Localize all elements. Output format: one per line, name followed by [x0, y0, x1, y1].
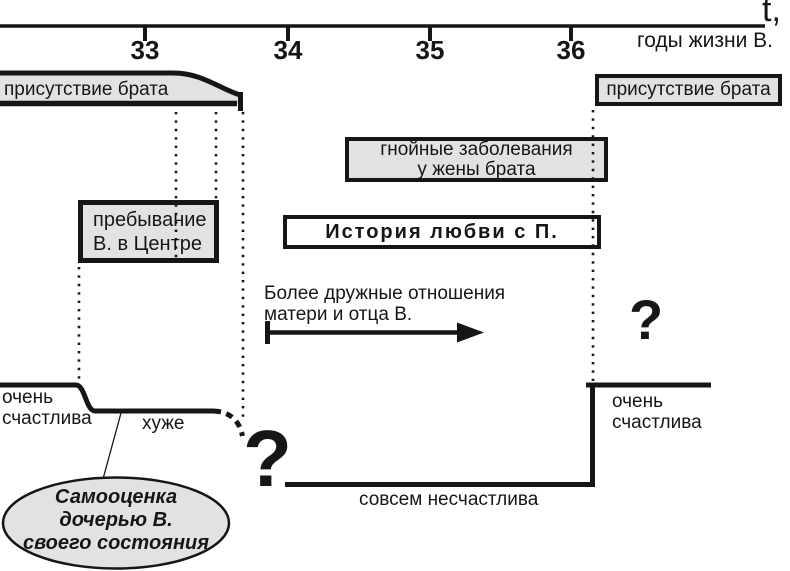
brother-presence-right-label: присутствие брата	[606, 79, 771, 100]
very-happy-right-line1: очень	[612, 391, 664, 412]
axis-tick-36: 36	[556, 35, 586, 65]
center-stay-line1: пребывание	[93, 208, 207, 231]
love-story-box: История любви с П.	[283, 215, 601, 249]
axis-tick-33: 33	[130, 35, 160, 65]
legend-pointer-line	[102, 412, 122, 480]
very-happy-right-label: очень счастлива	[612, 391, 702, 433]
legend-line1: Самооценка	[54, 486, 178, 508]
axis-caption: годы жизни В.	[637, 29, 774, 52]
very-happy-left-line2: счастлива	[2, 408, 92, 429]
parents-relations-line2: матери и отца В.	[264, 304, 413, 325]
happiness-line-dashed-drop	[213, 408, 245, 437]
disease-box: гнойные заболевания у жены брата	[345, 137, 608, 182]
center-stay-line2: В. в Центре	[93, 232, 203, 255]
love-story-label: История любви с П.	[325, 220, 559, 243]
axis-tick-35: 35	[415, 35, 445, 65]
disease-label-line1: гнойные заболевания	[380, 138, 573, 160]
legend-line3: своего состояния	[22, 532, 210, 554]
very-happy-left-line1: очень	[2, 387, 54, 408]
axis-t-label: t,	[762, 0, 781, 29]
legend-line2: дочерью В.	[59, 509, 173, 531]
parents-relations-line1: Более дружные отношения	[264, 283, 506, 304]
legend-label: Самооценка дочерью В. своего состояния	[8, 486, 224, 555]
axis-ticks	[143, 26, 573, 41]
center-stay-box: пребывание В. в Центре	[78, 200, 219, 263]
worse-label: хуже	[142, 413, 185, 434]
brother-presence-right-box: присутствие брата	[595, 74, 782, 106]
question-mark-gap: ?	[243, 414, 292, 503]
unhappy-label: совсем несчастлива	[359, 489, 539, 510]
disease-label-line2: у жены брата	[417, 158, 536, 180]
parents-relations-label: Более дружные отношения матери и отца В.	[264, 283, 505, 325]
very-happy-right-line2: счастлива	[612, 412, 702, 433]
question-mark-right: ?	[629, 288, 664, 351]
brother-presence-left-label: присутствие брата	[4, 79, 169, 100]
very-happy-left-label: очень счастлива	[2, 387, 92, 429]
axis-tick-34: 34	[273, 35, 303, 65]
